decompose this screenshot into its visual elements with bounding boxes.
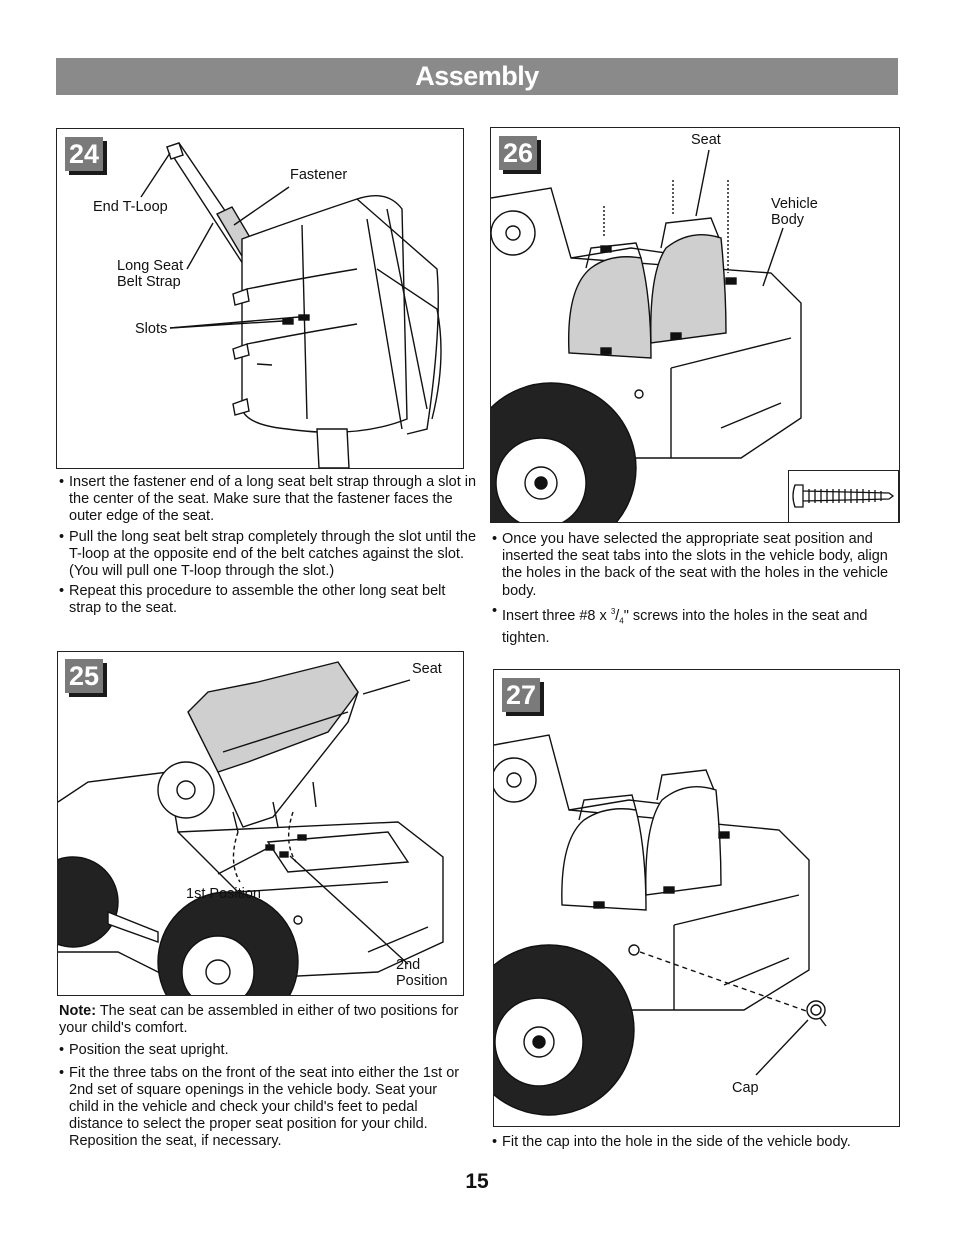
step-number-badge: 25	[65, 659, 103, 693]
fraction-separator: /	[615, 607, 620, 624]
label-seat: Seat	[412, 661, 442, 677]
instruction-bullet: Pull the long seat belt strap completely…	[59, 529, 479, 581]
step-27-panel: 27 Cap	[493, 669, 900, 1127]
instruction-bullet: Insert the fastener end of a long seat b…	[59, 474, 479, 526]
label-cap: Cap	[732, 1080, 759, 1096]
screw-icon	[792, 484, 895, 508]
section-header-bar: Assembly	[56, 58, 898, 95]
label-seat: Seat	[691, 132, 721, 148]
instruction-bullet-screws: Insert three #8 x 3/4" screws into the h…	[492, 603, 892, 647]
instruction-bullet: Fit the three tabs on the front of the s…	[59, 1065, 467, 1151]
instruction-bullet: Repeat this procedure to assemble the ot…	[59, 583, 479, 617]
label-slots: Slots	[135, 321, 168, 337]
instruction-bullet: Once you have selected the appropriate s…	[492, 531, 892, 600]
fraction-numerator: 3	[610, 606, 616, 616]
step-26-instructions: Once you have selected the appropriate s…	[492, 531, 892, 650]
note-paragraph: Note: The seat can be assembled in eithe…	[59, 1003, 467, 1037]
label-long-seat-belt-strap: Long Seat Belt Strap	[117, 258, 184, 290]
label-end-t-loop: End T-Loop	[93, 199, 168, 215]
step-25-instructions: Note: The seat can be assembled in eithe…	[59, 1003, 467, 1154]
label-second-position: 2nd Position	[396, 957, 448, 989]
note-label: Note:	[59, 1003, 97, 1019]
seat-position-illustration	[58, 661, 444, 995]
label-fastener: Fastener	[290, 167, 348, 183]
step-26-panel: 26 Seat Vehicle Body	[490, 127, 900, 523]
step-number-badge: 26	[499, 136, 537, 170]
instruction-bullet: Fit the cap into the hole in the side of…	[492, 1134, 897, 1151]
label-first-position: 1st Position	[186, 886, 261, 902]
step-27-instructions: Fit the cap into the hole in the side of…	[492, 1134, 897, 1154]
page-number: 15	[465, 1170, 489, 1193]
section-title: Assembly	[415, 61, 539, 91]
step-number-badge: 27	[502, 678, 540, 712]
step-number-badge: 24	[65, 137, 103, 171]
instruction-bullet: Position the seat upright.	[59, 1042, 467, 1059]
fraction-denominator: 4	[619, 616, 624, 626]
note-text: The seat can be assembled in either of t…	[59, 1003, 459, 1037]
screw-detail-inset	[788, 470, 899, 522]
cap-installation-illustration	[494, 734, 827, 1116]
step-24-panel: 24 End T-Loop Fastener Long Seat Belt St…	[56, 128, 464, 469]
label-vehicle-body: Vehicle Body	[771, 196, 818, 228]
step-25-panel: 25 Seat 1st Position 2nd Position	[57, 651, 464, 996]
screw-text-before: Insert three #8 x	[502, 607, 611, 624]
screw-text-after: " screws into the holes in the seat and …	[502, 607, 868, 646]
seat-belt-strap-illustration	[140, 142, 442, 468]
seat-screw-illustration	[491, 149, 802, 522]
step-24-instructions: Insert the fastener end of a long seat b…	[59, 474, 479, 621]
